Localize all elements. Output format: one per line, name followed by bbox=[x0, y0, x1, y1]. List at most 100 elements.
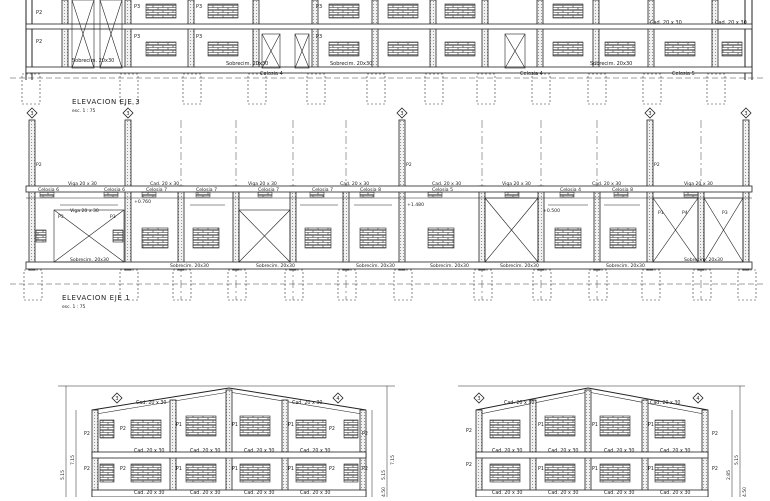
label-p3: P3 bbox=[134, 34, 140, 40]
label-p1: P1 bbox=[288, 466, 294, 472]
label-p2: P2 bbox=[84, 431, 90, 437]
label-cad: Cad. 20 x 30 bbox=[604, 490, 634, 496]
label-p1: P1 bbox=[658, 210, 664, 216]
label-p1: P1 bbox=[232, 422, 238, 428]
gable-elevation-right: 3 4 P2 P2 P1 P bbox=[458, 385, 748, 498]
label-sobrecimiento: Sobrecim. 20x30 bbox=[684, 257, 723, 263]
title-elevacion-eje-3: ELEVACION EJE 3 bbox=[72, 98, 140, 106]
gable-elevation-left: 3 4 bbox=[58, 385, 396, 498]
dimension-label: 4.50 bbox=[742, 487, 748, 497]
grid-marker-label: 4 bbox=[696, 396, 699, 402]
label-p2: P2 bbox=[466, 462, 472, 468]
elevation-eje-1: 3 3 3 3 3 bbox=[10, 107, 765, 301]
label-p3: P3 bbox=[316, 34, 322, 40]
label-p1: P1 bbox=[232, 466, 238, 472]
label-celosia: Celosia 5 bbox=[672, 71, 695, 77]
dimension-label: 7.15 bbox=[390, 455, 396, 465]
label-p4: P4 bbox=[682, 210, 688, 216]
label-p1: P1 bbox=[176, 422, 182, 428]
grid-marker-label: 3 bbox=[126, 111, 129, 117]
label-celosia: Celosia 4 bbox=[260, 71, 283, 77]
label-celosia: Celosia 5 bbox=[432, 187, 453, 193]
label-p1: P1 bbox=[648, 422, 654, 428]
label-sobrecimiento: Sobrecim. 20x30 bbox=[430, 263, 469, 269]
label-p2: P2 bbox=[36, 39, 42, 45]
label-cad: Cad. 20 x 30 bbox=[190, 448, 220, 454]
label-cad: Cad. 20 x 30 bbox=[244, 490, 274, 496]
label-viga: Viga 20 x 30 bbox=[502, 181, 531, 187]
scale-eje-3: esc. 1 : 75 bbox=[72, 108, 96, 114]
grid-marker-label: 3 bbox=[400, 111, 403, 117]
label-cad: Cad. 20 x 30 bbox=[715, 20, 747, 26]
label-cad: Cad. 20 x 30 bbox=[134, 490, 164, 496]
scale-eje-1: esc. 1 : 75 bbox=[62, 304, 86, 310]
label-celosia: Celosia 4 bbox=[560, 187, 581, 193]
label-cad: Cad. 20 x 30 bbox=[300, 490, 330, 496]
label-p3: P3 bbox=[196, 4, 202, 10]
label-cad: Cad. 20 x 30 bbox=[492, 490, 522, 496]
label-cad: Cad. 20 x 30 bbox=[340, 181, 369, 187]
label-cad: Cad. 20 x 30 bbox=[190, 490, 220, 496]
viga-beam bbox=[25, 185, 753, 193]
label-p2: P2 bbox=[120, 466, 126, 472]
label-cad: Cad. 20 x 30 bbox=[244, 448, 274, 454]
dimension-label: 7.15 bbox=[70, 455, 76, 465]
grid-marker-label: 3 bbox=[648, 111, 651, 117]
label-cad: Cad. 20 x 30 bbox=[650, 20, 682, 26]
dimension-label: 5.15 bbox=[381, 470, 387, 480]
title-elevacion-eje-1: ELEVACION EJE 1 bbox=[62, 294, 130, 302]
label-cad: Cad. 20 x 30 bbox=[650, 400, 680, 406]
label-p3: P3 bbox=[722, 210, 728, 216]
label-p2: P2 bbox=[36, 10, 42, 16]
label-p1: P1 bbox=[176, 466, 182, 472]
label-cad: Cad. 20 x 30 bbox=[492, 448, 522, 454]
label-celosia: Celosia 6 bbox=[104, 187, 125, 193]
label-p1: P1 bbox=[288, 422, 294, 428]
grid-marker-label: 3 bbox=[477, 396, 480, 402]
label-cad: Cad. 20 x 30 bbox=[604, 448, 634, 454]
label-celosia: Celosia 7 bbox=[196, 187, 217, 193]
label-p2: P2 bbox=[362, 431, 368, 437]
label-p2: P2 bbox=[712, 431, 718, 437]
label-p1: P1 bbox=[592, 466, 598, 472]
label-p2: P2 bbox=[36, 162, 42, 168]
label-cad: Cad. 20 x 30 bbox=[136, 400, 166, 406]
label-cad: Cad. 20 x 30 bbox=[548, 490, 578, 496]
label-p3: P3 bbox=[196, 34, 202, 40]
label-sobrecimiento: Sobrecim. 20x30 bbox=[606, 263, 645, 269]
label-celosia: Celosia 4 bbox=[520, 71, 543, 77]
sobrecimiento-beam bbox=[25, 261, 753, 270]
label-celosia: Celosia 6 bbox=[38, 187, 59, 193]
label-level: +1.480 bbox=[407, 202, 424, 208]
label-cad: Cad. 20 x 30 bbox=[432, 181, 461, 187]
dimension-label: 4.50 bbox=[381, 487, 387, 497]
label-sobrecimiento: Sobrecim. 20x30 bbox=[256, 263, 295, 269]
label-p1: P1 bbox=[648, 466, 654, 472]
label-sobrecimiento: Sobrecim. 20x30 bbox=[170, 263, 209, 269]
grid-marker-label: 3 bbox=[30, 111, 33, 117]
label-cad: Cad. 20 x 30 bbox=[660, 490, 690, 496]
label-p2: P2 bbox=[654, 162, 660, 168]
label-celosia: Celosia 8 bbox=[612, 187, 633, 193]
label-sobrecimiento: Sobrecim. 20x30 bbox=[70, 257, 109, 263]
label-viga: Viga 20 x 30 bbox=[68, 181, 97, 187]
label-level: +0.760 bbox=[134, 199, 151, 205]
label-sobrecimiento: Sobrecim. 20x30 bbox=[72, 58, 114, 64]
dimension-label: 5.15 bbox=[734, 455, 740, 465]
label-p2: P2 bbox=[84, 466, 90, 472]
label-cad: Cad. 20 x 30 bbox=[300, 448, 330, 454]
label-sobrecimiento: Sobrecim. 20x30 bbox=[356, 263, 395, 269]
label-level: +0.500 bbox=[543, 208, 560, 214]
label-p2: P2 bbox=[120, 426, 126, 432]
label-p1: P1 bbox=[538, 466, 544, 472]
label-sobrecimiento: Sobrecim. 20x30 bbox=[500, 263, 539, 269]
label-viga: Viga 20 x 30 bbox=[248, 181, 277, 187]
label-p2: P2 bbox=[466, 428, 472, 434]
label-viga: Viga 20 x 30 bbox=[684, 181, 713, 187]
label-p1: P1 bbox=[592, 422, 598, 428]
label-sobrecimiento: Sobrecim. 20x30 bbox=[330, 61, 372, 67]
label-cad: Cad. 20 x 30 bbox=[150, 181, 179, 187]
label-celosia: Celosia 7 bbox=[146, 187, 167, 193]
